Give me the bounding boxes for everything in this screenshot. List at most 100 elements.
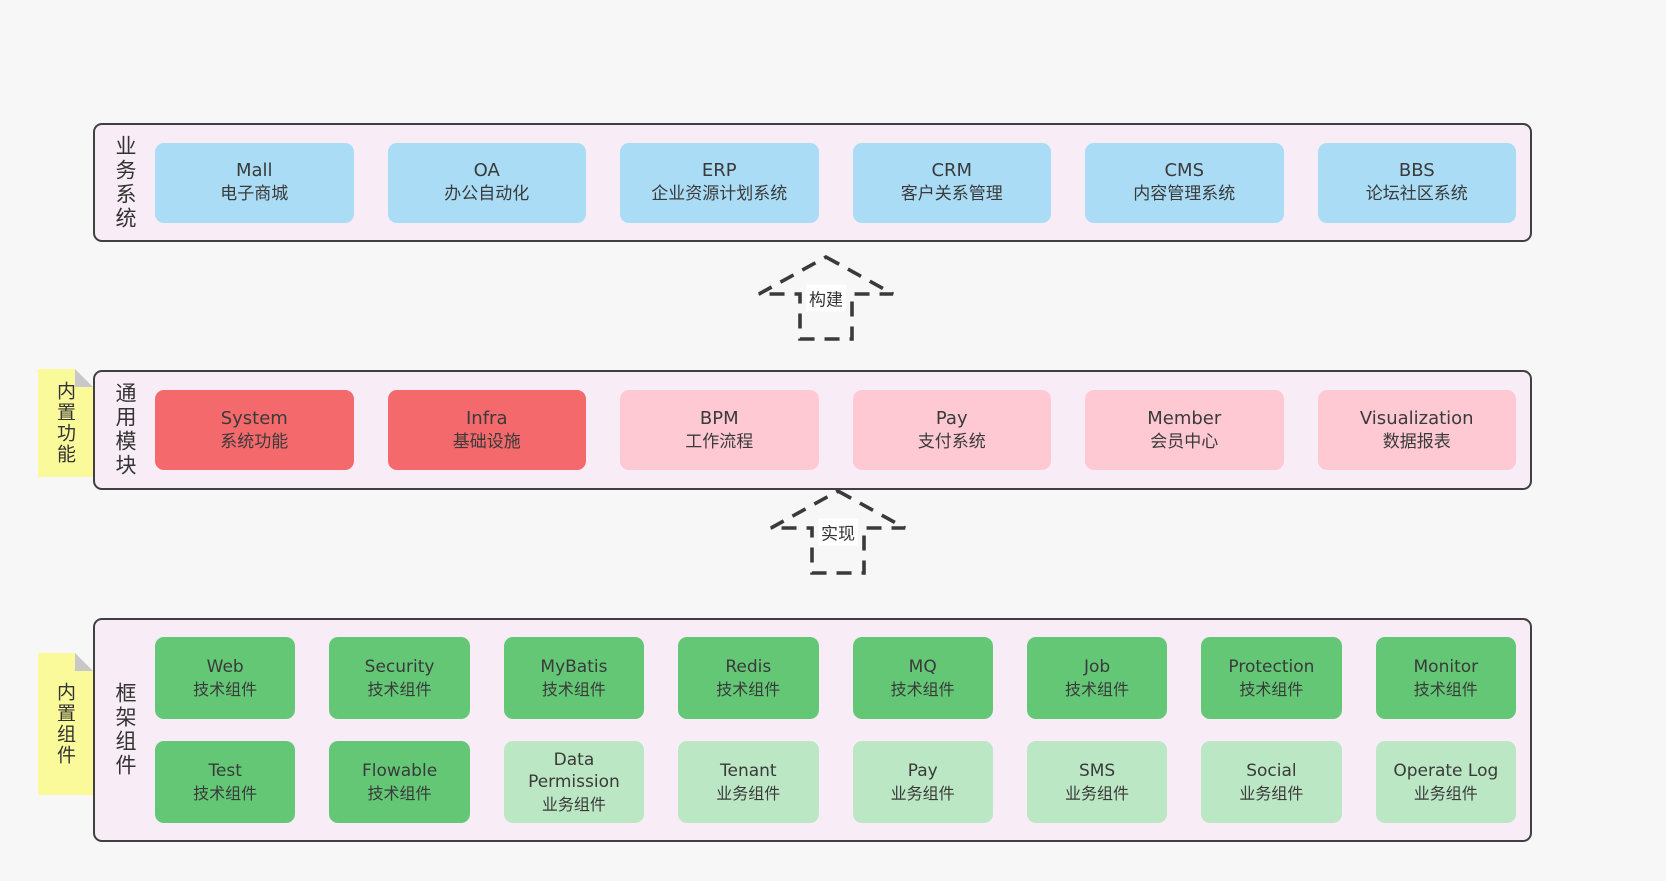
box-title: MyBatis	[540, 657, 608, 678]
panel-label-business-systems: 业务系统	[113, 134, 137, 231]
box-subtitle: 业务组件	[541, 794, 606, 814]
panel-label-common-modules: 通用模块	[113, 382, 137, 478]
box-title: System	[220, 407, 288, 429]
box-subtitle: 技术组件	[1239, 679, 1304, 699]
box-title: Pay	[907, 761, 938, 782]
box-subtitle: 技术组件	[193, 783, 258, 803]
box-title: Infra	[466, 407, 508, 429]
box-subtitle: 支付系统	[917, 431, 986, 452]
box-title: Mall	[235, 160, 273, 182]
box-subtitle: 数据报表	[1382, 431, 1451, 452]
box-title: Test	[208, 761, 242, 782]
box-subtitle: 技术组件	[367, 783, 432, 803]
box-subtitle: 企业资源计划系统	[651, 184, 788, 205]
sticky-note-builtin-features: 内置功能	[38, 369, 93, 477]
box-title: Protection	[1228, 657, 1315, 678]
box-title: Web	[206, 657, 244, 678]
box-title: SMS	[1078, 761, 1116, 782]
box-subtitle: 基础设施	[452, 431, 521, 452]
box-subtitle: 技术组件	[716, 679, 781, 699]
box-title: Redis	[725, 657, 772, 678]
box-title: BBS	[1398, 160, 1435, 182]
sticky-note-label: 内置功能	[54, 381, 76, 465]
box-subtitle: 技术组件	[541, 679, 606, 699]
box-subtitle: 会员中心	[1150, 431, 1219, 452]
dashed-up-arrow-icon	[770, 488, 906, 575]
box-subtitle: 业务组件	[890, 783, 955, 803]
box-subtitle: 技术组件	[1413, 679, 1478, 699]
box-title: MQ	[908, 657, 937, 678]
box-title: ERP	[701, 160, 737, 182]
box-title: Visualization	[1359, 407, 1474, 429]
box-subtitle: 技术组件	[193, 679, 258, 699]
box-title: Security	[364, 657, 435, 678]
box-title: BPM	[699, 407, 739, 429]
box-subtitle: 客户关系管理	[900, 184, 1003, 205]
box-subtitle: 电子商城	[220, 184, 289, 205]
panel-label-framework-components: 框架组件	[113, 682, 137, 778]
up-arrow-implement: 实现	[768, 488, 908, 576]
box-title: Social	[1246, 761, 1297, 782]
up-arrow-build: 构建	[756, 254, 896, 342]
box-subtitle: 技术组件	[367, 679, 432, 699]
box-subtitle: 技术组件	[890, 679, 955, 699]
box-title: Pay	[935, 407, 968, 429]
box-title: OA	[473, 160, 500, 182]
box-subtitle: 论坛社区系统	[1365, 184, 1468, 205]
box-title: Member	[1147, 407, 1222, 429]
sticky-note-builtin-components: 内置组件	[38, 653, 93, 795]
box-subtitle: 技术组件	[1065, 679, 1130, 699]
box-title: Job	[1083, 657, 1111, 678]
box-title: CMS	[1164, 160, 1205, 182]
sticky-note-label: 内置组件	[54, 682, 76, 766]
arrow-label-implement: 实现	[818, 518, 858, 546]
box-subtitle: 办公自动化	[444, 184, 530, 205]
box-title: CRM	[931, 160, 973, 182]
box-title: Monitor	[1413, 657, 1479, 678]
box-subtitle: 系统功能	[220, 431, 289, 452]
box-subtitle: 业务组件	[1239, 783, 1304, 803]
box-subtitle: 内容管理系统	[1133, 184, 1236, 205]
dashed-up-arrow-icon	[758, 254, 894, 341]
box-title: Data Permission	[528, 750, 620, 793]
box-subtitle: 业务组件	[1065, 783, 1130, 803]
box-subtitle: 工作流程	[685, 431, 754, 452]
arrow-label-build: 构建	[806, 284, 846, 312]
box-title: Flowable	[361, 761, 438, 782]
